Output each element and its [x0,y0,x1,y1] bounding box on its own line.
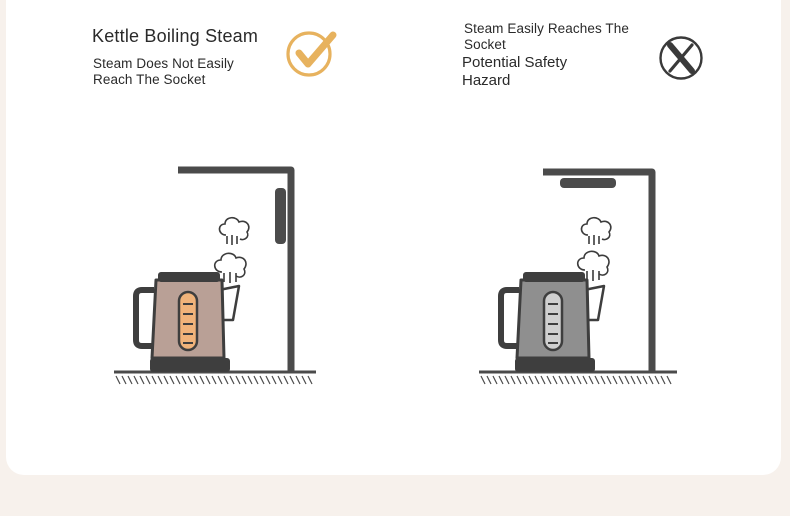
ceiling-socket-icon [560,178,616,188]
left-headline: Kettle Boiling Steam [92,26,259,46]
wall-socket-icon [275,188,286,244]
left-illustration [114,166,316,385]
steam-icon [576,216,612,281]
comparison-card: Kettle Boiling Steam Steam Does Not Easi… [6,0,781,475]
right-panel: Steam Easily Reaches The Socket Potentia… [396,0,766,470]
left-subline: Steam Does Not Easily Reach The Socket [93,56,234,87]
cross-icon [659,36,703,80]
left-panel: Kettle Boiling Steam Steam Does Not Easi… [6,0,376,470]
steam-icon [213,216,250,283]
kettle-icon [498,272,606,372]
right-headline: Steam Easily Reaches The Socket [464,21,629,52]
check-icon [286,31,337,77]
right-illustration [479,168,677,385]
right-subline: Potential Safety Hazard [462,54,568,89]
kettle-icon [133,272,241,372]
